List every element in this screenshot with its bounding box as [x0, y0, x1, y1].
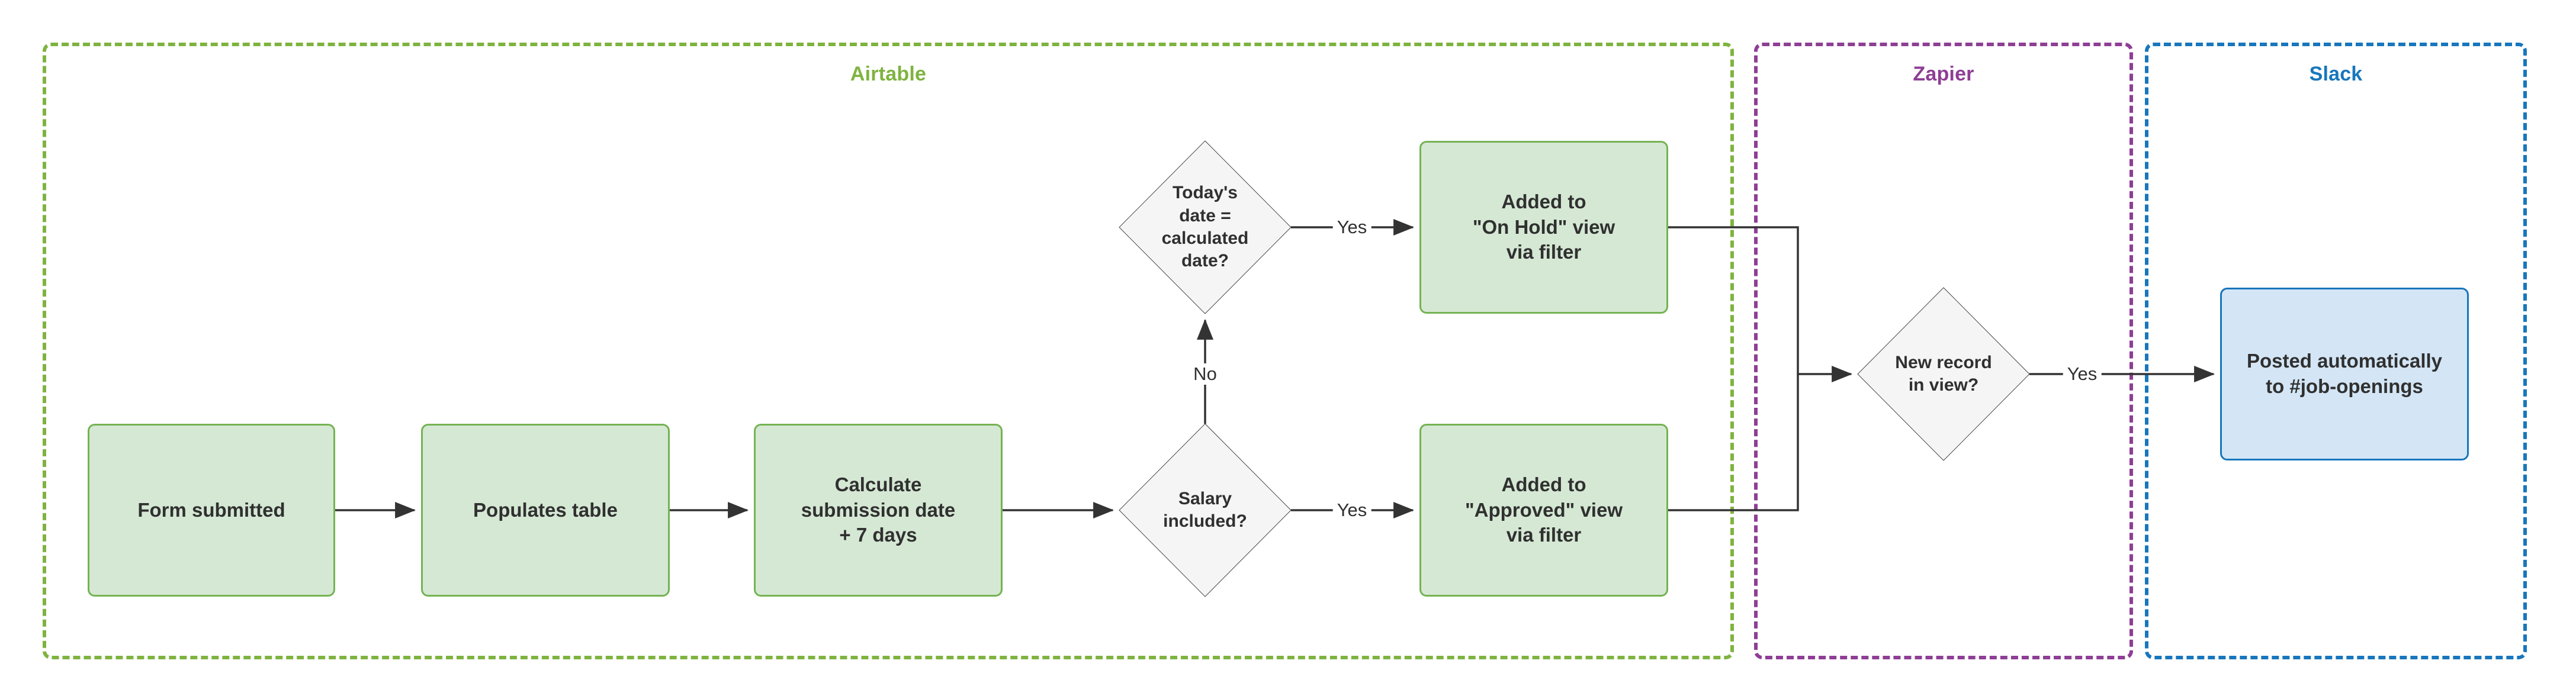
decision-todays-date-equals-calculated-date[interactable]: Today's date = calculated date?: [1119, 141, 1291, 314]
lane-title-zapier: Zapier: [1913, 63, 1974, 85]
node-posted-to-slack-channel[interactable]: Posted automatically to #job-openings: [2220, 288, 2469, 460]
lane-slack: [2145, 43, 2527, 659]
diamond-shape-new-record: [1858, 288, 2029, 460]
diamond-shape-todays-date: [1119, 141, 1291, 314]
node-added-to-on-hold-view[interactable]: Added to "On Hold" view via filter: [1419, 141, 1668, 314]
lane-title-airtable: Airtable: [850, 63, 927, 85]
edge-label-salary-no: No: [1189, 363, 1221, 385]
decision-salary-included[interactable]: Salary included?: [1119, 424, 1291, 597]
node-populates-table[interactable]: Populates table: [421, 424, 670, 597]
edge-label-todays-date-yes: Yes: [1332, 216, 1371, 239]
node-added-to-approved-view[interactable]: Added to "Approved" view via filter: [1419, 424, 1668, 597]
edge-label-salary-yes: Yes: [1332, 499, 1371, 521]
diamond-shape-salary: [1119, 424, 1291, 597]
decision-new-record-in-view[interactable]: New record in view?: [1858, 288, 2029, 460]
node-form-submitted[interactable]: Form submitted: [88, 424, 335, 597]
node-calculate-submission-date[interactable]: Calculate submission date + 7 days: [754, 424, 1003, 597]
lane-title-slack: Slack: [2309, 63, 2363, 85]
edge-label-new-record-yes: Yes: [2063, 363, 2102, 385]
